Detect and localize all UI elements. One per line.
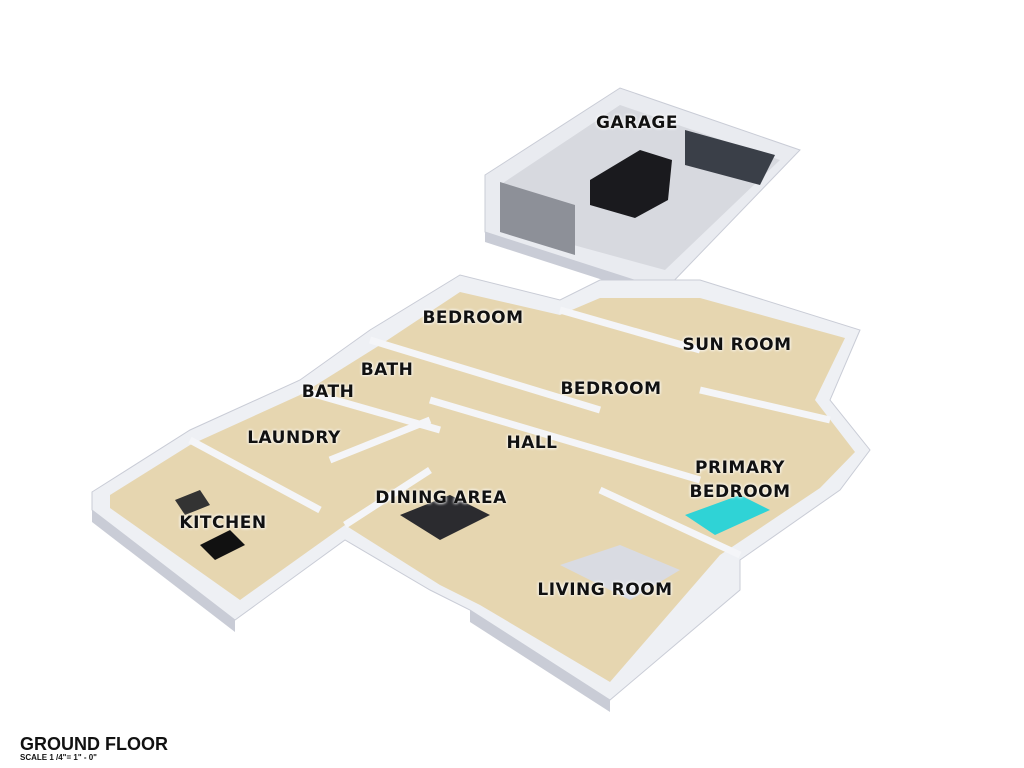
house-block [91, 274, 871, 712]
room-label-primary-bedroom: PRIMARY BEDROOM [689, 456, 790, 504]
room-label-garage: GARAGE [596, 113, 678, 133]
bed [685, 495, 770, 535]
room-label-kitchen: KITCHEN [179, 513, 267, 533]
primary-line-2: BEDROOM [689, 482, 791, 502]
primary-line-1: PRIMARY [695, 458, 785, 478]
car [590, 150, 672, 218]
garage-block [484, 87, 801, 300]
floor-title: GROUND FLOOR [20, 734, 168, 754]
sofa [560, 545, 680, 600]
room-label-living-room: LIVING ROOM [537, 580, 673, 600]
dining-table [400, 495, 490, 540]
scale-note: SCALE 1 /4"= 1" - 0" [20, 753, 97, 762]
room-label-hall: HALL [506, 433, 558, 453]
stove [200, 530, 245, 560]
room-label-dining-area: DINING AREA [375, 488, 507, 508]
room-label-bedroom: BEDROOM [560, 379, 662, 399]
room-label-bath: BATH [360, 360, 414, 380]
storage-shelves [685, 130, 775, 185]
room-label-sun-room: SUN ROOM [682, 335, 792, 355]
room-label-laundry: LAUNDRY [247, 428, 341, 448]
room-label-bedroom: BEDROOM [422, 308, 524, 328]
room-label-bath: BATH [301, 382, 355, 402]
sink [175, 490, 210, 515]
